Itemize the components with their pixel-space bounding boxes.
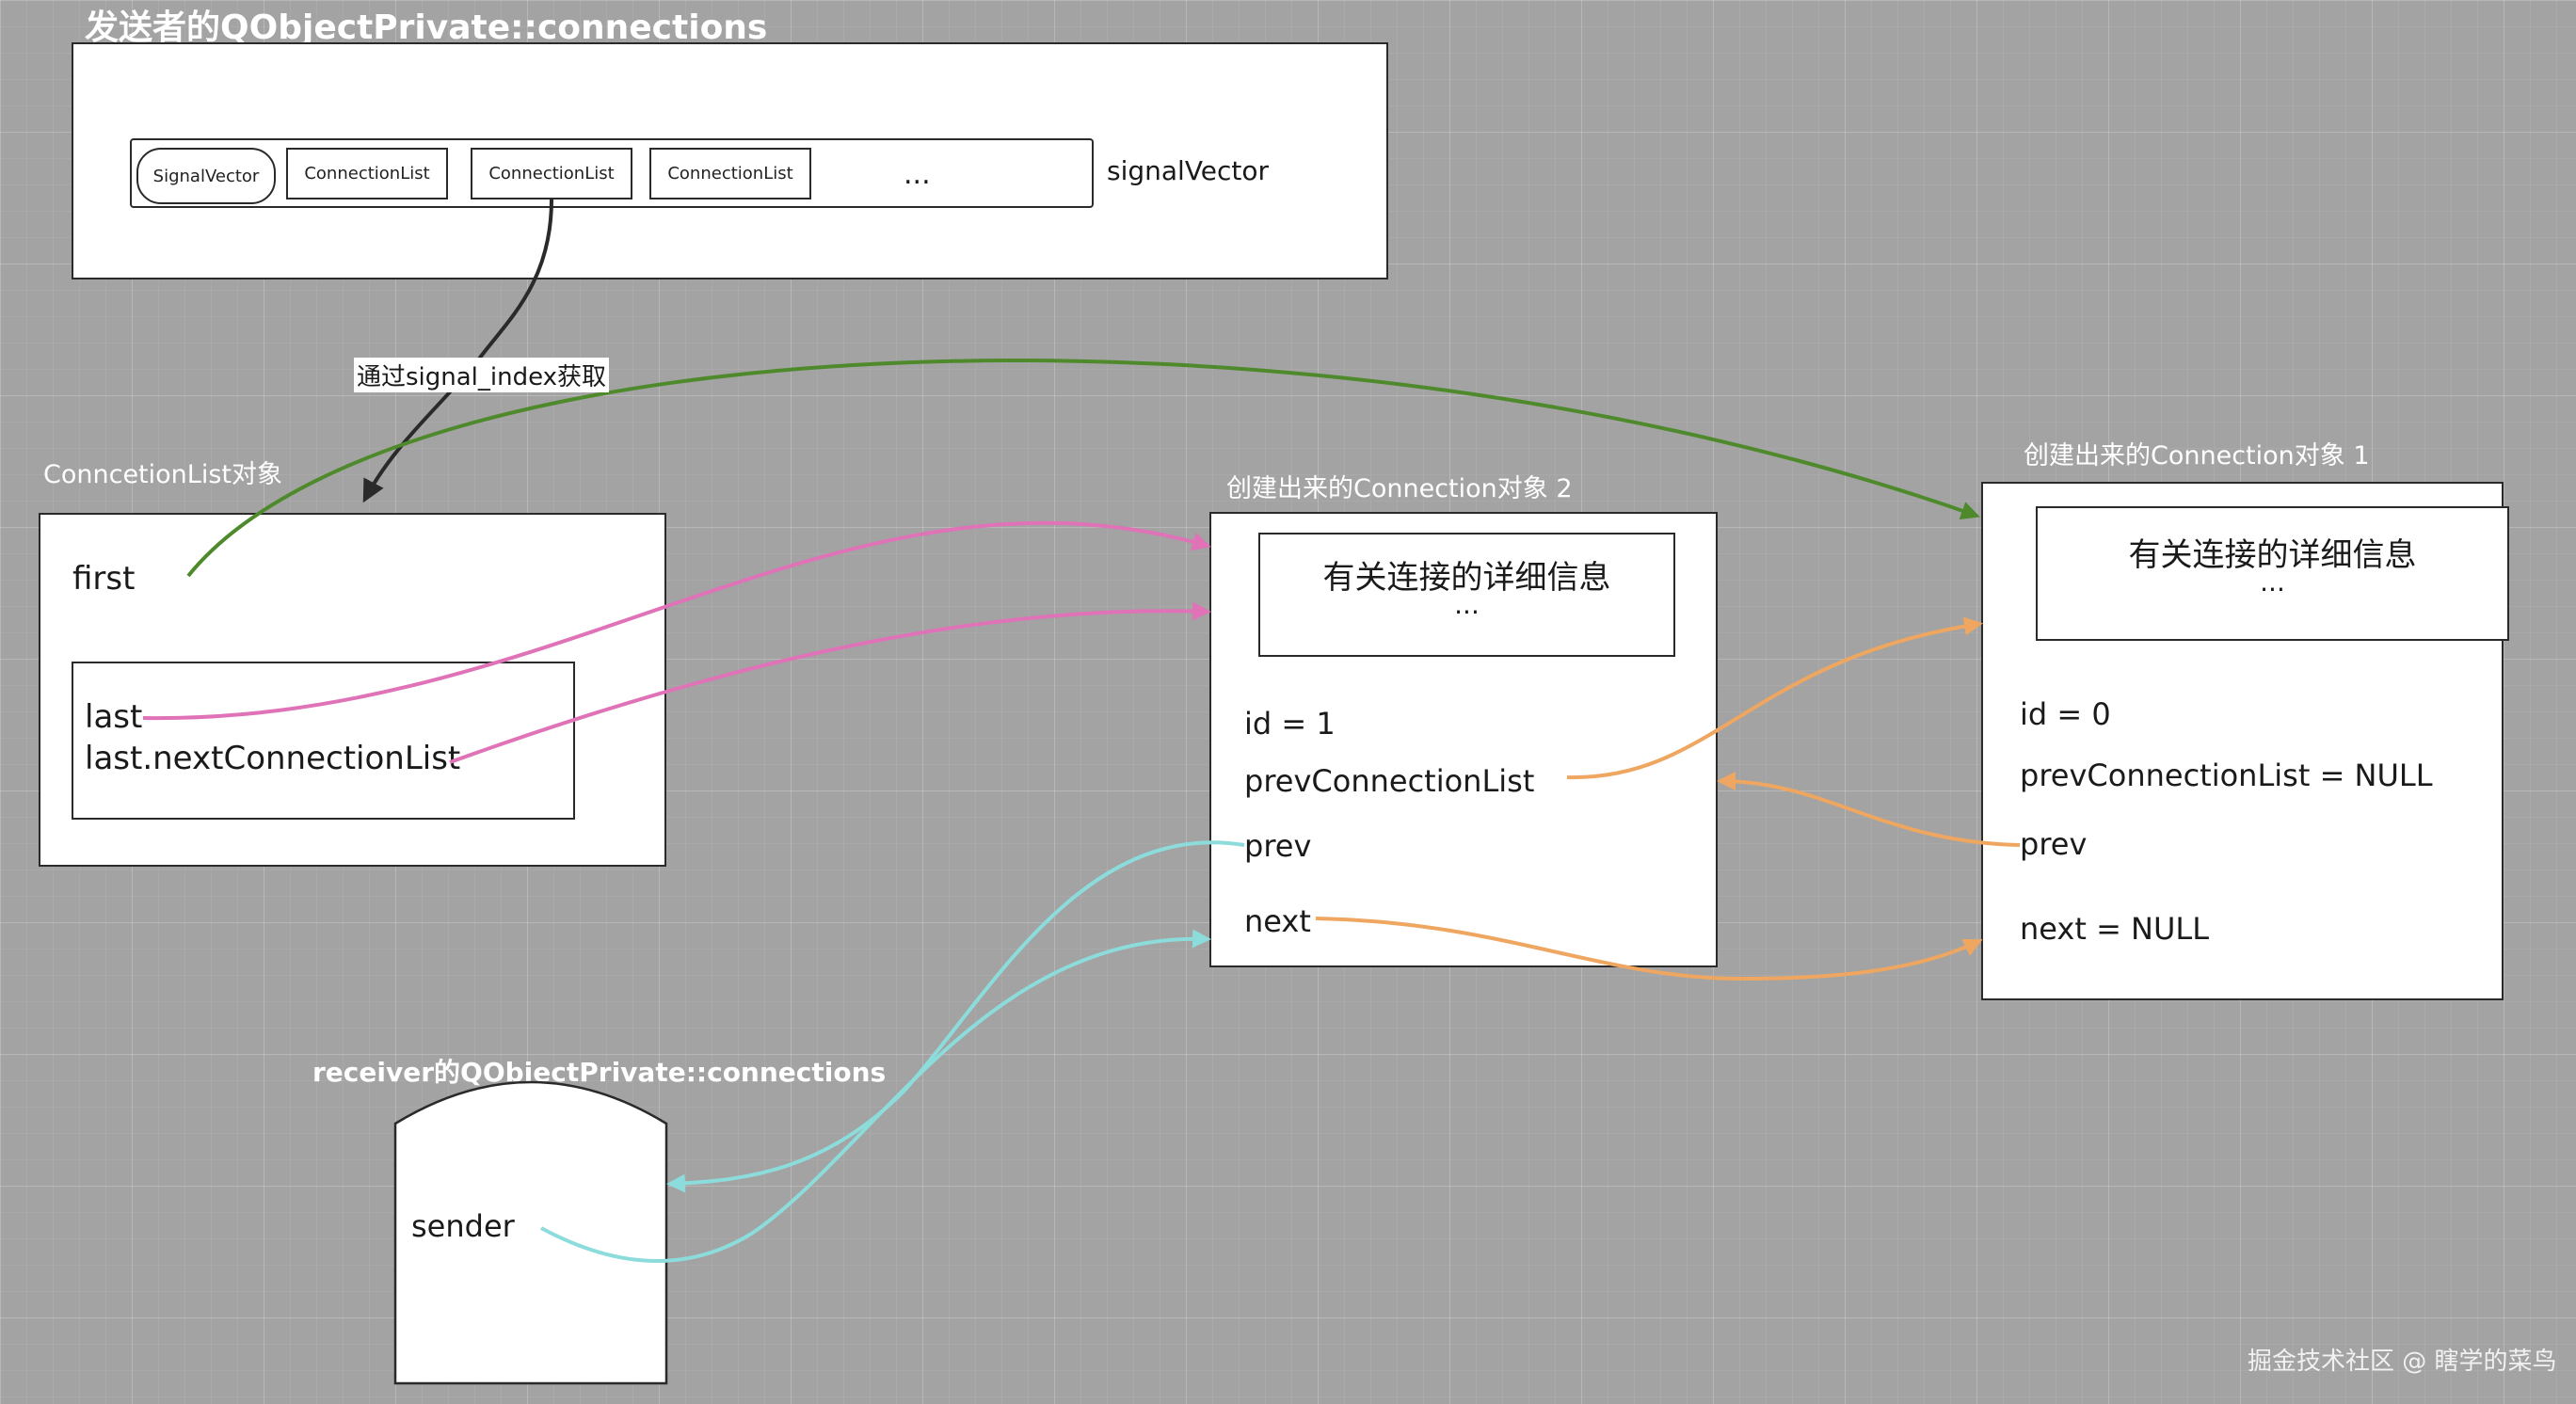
connection2-detail-ellipsis: ...	[1454, 589, 1480, 620]
connection1-id: id = 0	[2020, 696, 2111, 732]
connection2-title: 创建出来的Connection对象 2	[1226, 474, 1573, 503]
connection1-detail-ellipsis: ...	[2260, 566, 2285, 598]
connection1-detail-box: 有关连接的详细信息 ...	[2036, 506, 2509, 641]
connection2-next-arrow	[1315, 917, 1983, 981]
receiver-connections-title: receiver的QObjectPrivate::connections	[312, 1057, 887, 1088]
sender-connections-title: 发送者的QObjectPrivate::connections	[85, 8, 768, 47]
first-field: first	[72, 560, 136, 598]
receiver-sender-to-connection2-arrow	[540, 929, 1211, 1264]
connection2-detail-box: 有关连接的详细信息 ...	[1258, 533, 1675, 657]
first-to-connection1-arrow	[186, 359, 1980, 578]
last-subbox	[72, 662, 575, 820]
signal-vector-ellipsis: ...	[904, 158, 931, 191]
connection2-prev: prev	[1244, 828, 1312, 864]
connection1-prev-connection-list: prevConnectionList = NULL	[2020, 758, 2433, 793]
last-field: last	[85, 698, 143, 736]
connection1-detail-text: 有关连接的详细信息	[2128, 536, 2417, 574]
connection2-id: id = 1	[1244, 706, 1336, 742]
last-next-connection-list-field: last.nextConnectionList	[85, 740, 461, 777]
connection-list-cell-2: ConnectionList	[471, 148, 632, 199]
connection2-prev-connection-list: prevConnectionList	[1244, 763, 1535, 799]
last-to-connection2-arrow	[142, 520, 1211, 721]
last-next-to-connection2-arrow	[449, 601, 1211, 764]
connection1-prev-arrow	[1717, 772, 2021, 847]
connection1-next: next = NULL	[2020, 911, 2210, 947]
receiver-connections-shape	[393, 1080, 668, 1385]
signal-vector-label: signalVector	[1107, 155, 1270, 186]
connection2-next: next	[1244, 903, 1311, 939]
connection-list-cell-1: ConnectionList	[286, 148, 448, 199]
connection2-prev-to-receiver-arrow	[666, 840, 1245, 1193]
prev-connection-list-arrow	[1566, 616, 1983, 780]
signal-index-arrow	[362, 199, 553, 503]
signal-index-arrow-label: 通过signal_index获取	[354, 358, 610, 392]
connection2-detail-text: 有关连接的详细信息	[1322, 559, 1611, 597]
connection-list-title: ConncetionList对象	[43, 460, 282, 489]
watermark: 掘金技术社区 @ 瞎学的菜鸟	[2248, 1348, 2557, 1376]
connection-list-cell-3: ConnectionList	[649, 148, 811, 199]
connection1-title: 创建出来的Connection对象 1	[2024, 441, 2370, 471]
receiver-sender-field: sender	[411, 1208, 515, 1244]
signal-vector-cell: SignalVector	[136, 148, 276, 204]
connection1-prev: prev	[2020, 826, 2088, 862]
